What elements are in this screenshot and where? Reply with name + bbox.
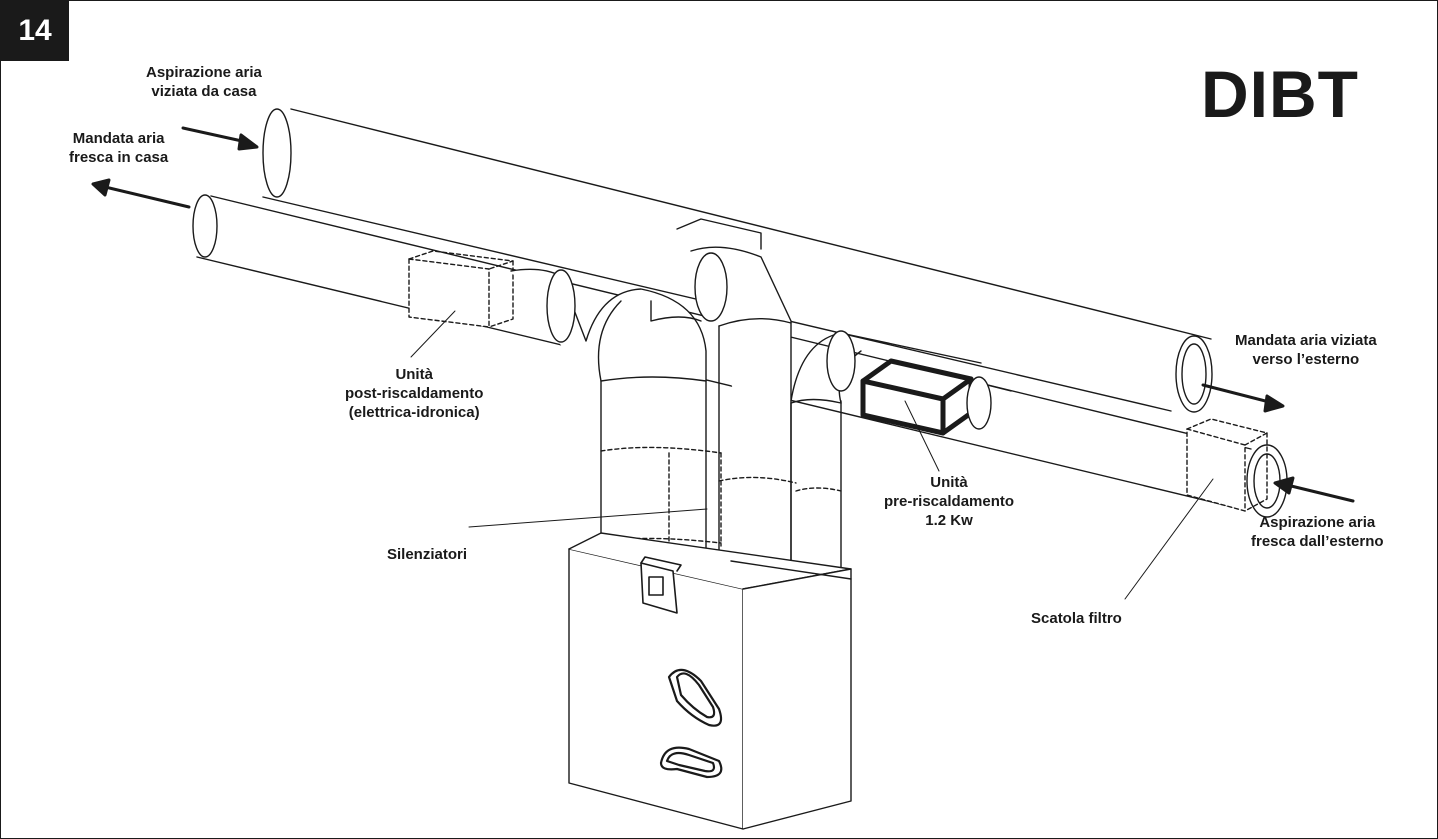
arrow-exhaust-from-house [181,126,259,151]
filter-box [1186,418,1268,512]
right-elbow-pipe [790,330,982,582]
diagram-title: DIBT [1201,57,1359,131]
label-exhaust-from-house: Aspirazione aria viziata da casa [146,64,262,100]
label-exhaust-outside: Mandata aria viziata verso l’esterno [1235,332,1377,368]
rear-long-duct [262,108,1212,412]
arrow-intake-outside [1273,476,1355,503]
pre-heating-duct [966,376,1012,430]
unit-front-handles [659,668,723,779]
control-handle [640,556,682,614]
post-heating-box [408,250,514,328]
leader-filter-box [1124,478,1214,600]
leader-post-heating [410,310,456,358]
exhaust-outlet-end [1175,335,1213,413]
arrow-exhaust-outside [1201,383,1285,413]
ventilation-unit [568,532,852,830]
label-post-heating: Unità post-riscaldamento (elettrica-idro… [345,366,484,421]
arrow-supply-to-house [91,178,191,209]
label-supply-to-house: Mandata aria fresca in casa [69,130,169,166]
label-silencers: Silenziatori [387,546,468,563]
leader-pre-heating [904,400,940,472]
label-pre-heating: Unità pre-riscaldamento 1.2 Kw [884,474,1015,529]
leader-silencers [468,508,708,528]
leader-lines [410,310,1214,600]
label-filter-box: Scatola filtro [1031,610,1122,627]
label-intake-outside: Aspirazione aria fresca dall’esterno [1251,514,1384,550]
figure-number-badge: 14 [1,1,69,61]
left-supply-elbow [510,268,722,562]
